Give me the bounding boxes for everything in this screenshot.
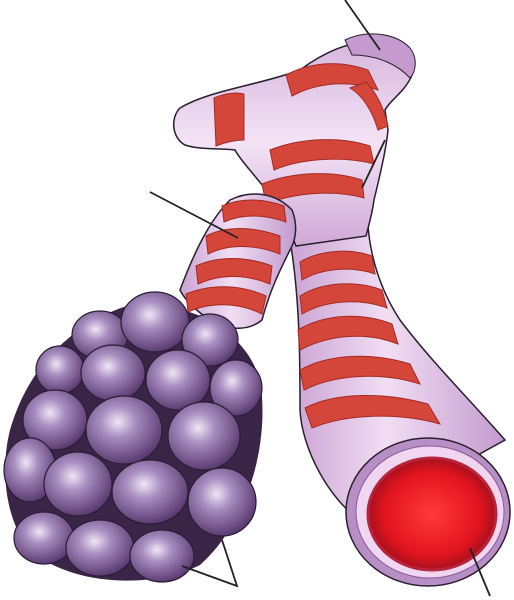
upper-bronchus <box>174 34 416 246</box>
alveolus <box>44 452 112 516</box>
alveolus <box>130 530 194 582</box>
alveolus <box>86 396 162 464</box>
alveolus <box>188 468 256 536</box>
alveolus <box>112 460 188 524</box>
alveolus <box>168 402 240 470</box>
alveolus <box>146 350 210 410</box>
alveolus <box>36 346 84 394</box>
terminal-bronchiole <box>180 194 296 328</box>
alveolus <box>81 345 145 401</box>
alveolus <box>66 520 134 576</box>
airway-lumen <box>368 458 496 570</box>
bronchiole-cross-section <box>346 438 510 586</box>
alveolus <box>121 292 189 352</box>
alveolus <box>14 512 74 564</box>
